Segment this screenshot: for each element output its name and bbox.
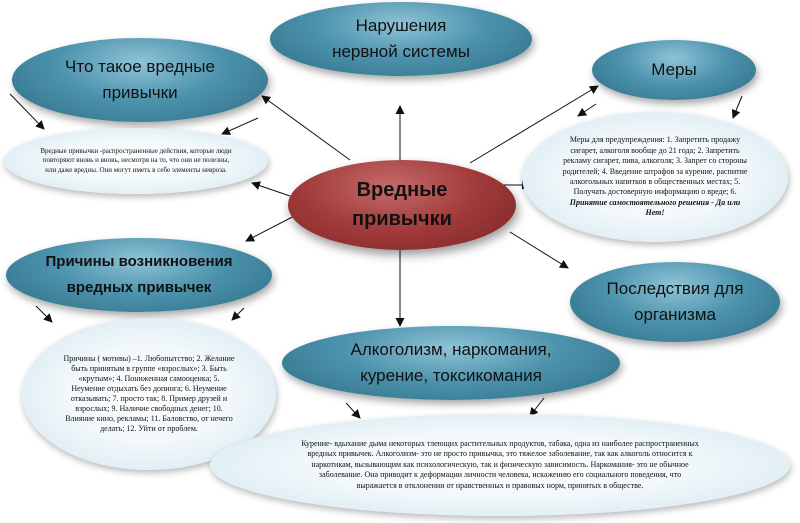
causes-title: Причины возникновения вредных привычек <box>45 252 233 296</box>
measures-text-plain: Меры для предупреждения: 1. Запретить пр… <box>562 135 748 197</box>
nervous-system-label: Нарушения нервной системы <box>332 15 470 61</box>
arrow-measures-right <box>731 95 743 119</box>
arrow-to-what-is <box>261 95 351 161</box>
what-is-text: Вредные привычки -распространенные дейст… <box>40 147 232 174</box>
types-text: Курение- вдыхание дыма некоторых тлеющих… <box>301 439 699 490</box>
what-is-text-node: Вредные привычки -распространенные дейст… <box>4 128 268 194</box>
arrow-to-consequences <box>509 231 569 269</box>
measures-text-emphasis: Принятие самостоятельного решения - Да и… <box>569 197 741 218</box>
arrow-to-what-is-text <box>251 181 291 197</box>
center-title: Вредные привычки <box>352 179 452 230</box>
arrow-types-right <box>529 397 545 417</box>
types-title: Алкоголизм, наркомания, курение, токсико… <box>350 339 552 385</box>
arrow-measures-left <box>577 103 597 117</box>
causes-text: Причины ( мотивы) –1. Любопытство; 2. Же… <box>63 354 235 433</box>
types-node: Алкоголизм, наркомания, курение, токсико… <box>282 326 620 400</box>
measures-text-node: Меры для предупреждения: 1. Запретить пр… <box>522 112 788 242</box>
consequences-title: Последствия для организма <box>606 278 744 324</box>
nervous-system-node: Нарушения нервной системы <box>270 2 532 76</box>
arrow-what-is-right <box>221 117 259 135</box>
arrow-types-left <box>345 402 361 419</box>
what-is-title: Что такое вредные привычки <box>65 56 215 102</box>
center-node: Вредные привычки <box>288 160 516 250</box>
types-text-node: Курение- вдыхание дыма некоторых тлеющих… <box>210 414 790 516</box>
consequences-node: Последствия для организма <box>570 262 780 342</box>
measures-node: Меры <box>592 40 756 100</box>
what-is-node: Что такое вредные привычки <box>12 38 268 122</box>
measures-title: Меры <box>651 59 697 79</box>
causes-node: Причины возникновения вредных привычек <box>6 238 272 312</box>
arrow-causes-left <box>35 305 53 323</box>
arrow-causes-right <box>231 307 245 321</box>
measures-text: Меры для предупреждения: 1. Запретить пр… <box>562 135 748 218</box>
